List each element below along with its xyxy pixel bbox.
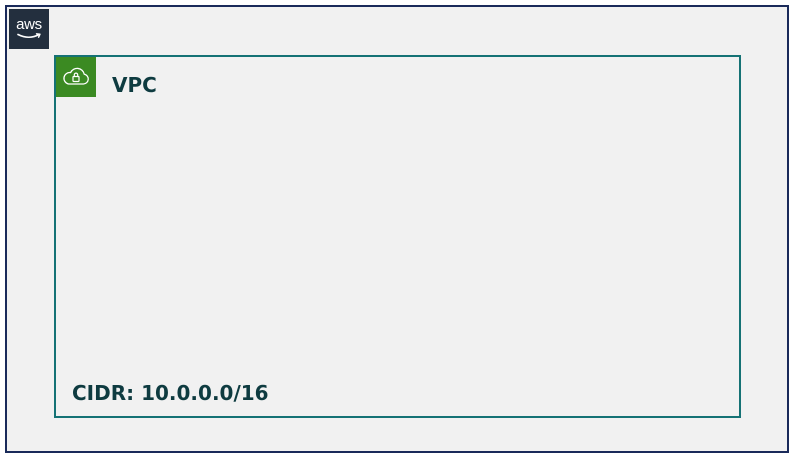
aws-smile-icon	[17, 32, 41, 38]
vpc-cloud-lock-icon	[56, 57, 96, 97]
vpc-group: VPC CIDR: 10.0.0.0/16	[54, 55, 741, 418]
aws-cloud-group: aws VPC CIDR: 10.0.0.0/16	[5, 5, 789, 453]
aws-logo-text: aws	[16, 15, 42, 33]
cloud-lock-icon	[63, 67, 89, 85]
vpc-title: VPC	[112, 73, 157, 97]
vpc-cidr-label: CIDR: 10.0.0.0/16	[72, 381, 269, 405]
aws-logo-icon: aws	[9, 9, 49, 49]
